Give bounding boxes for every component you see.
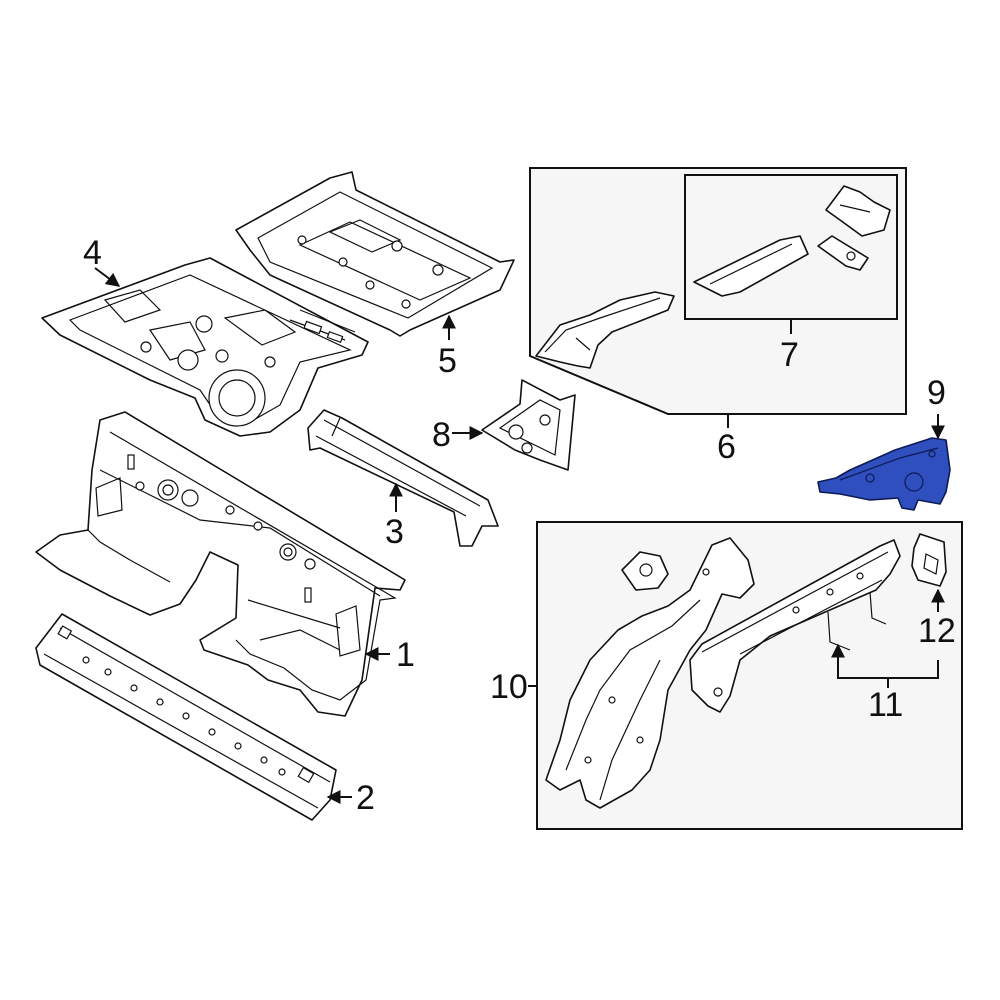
callout-3[interactable]: 3 [385,513,404,551]
callout-5[interactable]: 5 [438,342,457,380]
part-2-rocker[interactable] [35,613,337,821]
box-10-group [536,521,963,830]
part-8-bracket[interactable] [481,379,576,471]
callout-10[interactable]: 10 [490,668,528,706]
callout-9[interactable]: 9 [927,374,946,412]
callout-7[interactable]: 7 [780,336,799,374]
part-5-floor-pan[interactable] [235,171,515,337]
callout-6[interactable]: 6 [717,428,736,466]
callout-1[interactable]: 1 [396,636,415,674]
box-6-group [529,167,907,415]
part-1-dash-panel[interactable] [35,411,406,717]
part-9-highlighted-bracket[interactable] [817,437,951,511]
callout-2[interactable]: 2 [356,779,375,817]
leader-lines [94,267,945,804]
callout-12[interactable]: 12 [918,612,956,650]
part-4-front-floor[interactable] [41,257,369,437]
part-3-crossmember[interactable] [307,409,499,547]
callout-8[interactable]: 8 [432,416,451,454]
callout-4[interactable]: 4 [83,234,102,272]
callout-11[interactable]: 11 [868,686,903,724]
callout-labels: 1 2 3 4 5 6 7 8 9 10 11 12 [83,234,956,817]
